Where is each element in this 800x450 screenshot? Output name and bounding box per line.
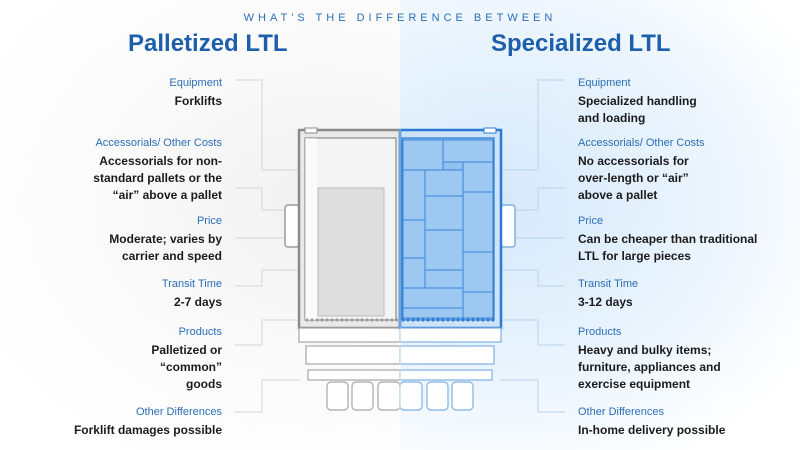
specialized-heading: Specialized LTL	[491, 30, 671, 57]
right-equipment-value: Specialized handling and loading	[578, 94, 697, 125]
left-price-label: Price	[196, 215, 222, 227]
left-products: Products Palletized or “common” goods	[22, 325, 222, 393]
specialized-truck-half	[398, 127, 516, 411]
right-accessorials-label: Accessorials/ Other Costs	[578, 137, 705, 149]
left-equipment: Equipment Forklifts	[22, 76, 222, 110]
left-products-value: Palletized or “common” goods	[151, 343, 222, 391]
right-transit-time: Transit Time 3-12 days	[578, 277, 788, 311]
right-equipment: Equipment Specialized handling and loadi…	[578, 76, 788, 127]
left-products-label: Products	[178, 326, 222, 338]
left-other-differences-value: Forklift damages possible	[73, 423, 222, 437]
right-price-value: Can be cheaper than traditional LTL for …	[578, 232, 758, 263]
left-transit-time-value: 2-7 days	[173, 295, 222, 309]
left-transit-time-label: Transit Time	[161, 278, 222, 290]
right-other-differences-label: Other Differences	[578, 406, 665, 418]
right-price-label: Price	[578, 215, 604, 227]
right-transit-time-label: Transit Time	[578, 278, 639, 290]
left-transit-time: Transit Time 2-7 days	[22, 277, 222, 311]
left-equipment-value: Forklifts	[174, 94, 222, 108]
palletized-heading: Palletized LTL	[128, 30, 288, 57]
palletized-truck-half	[284, 127, 402, 411]
right-equipment-label: Equipment	[578, 77, 631, 89]
left-accessorials-value: Accessorials for non-standard pallets or…	[93, 154, 222, 202]
right-products-label: Products	[578, 326, 622, 338]
right-other-differences-value: In-home delivery possible	[578, 423, 726, 437]
left-accessorials: Accessorials/ Other Costs Accessorials f…	[22, 136, 222, 204]
right-accessorials-value: No accessorials for over-length or “air”…	[578, 154, 689, 202]
left-price-value: Moderate; varies by carrier and speed	[109, 232, 222, 263]
right-products: Products Heavy and bulky items; furnitur…	[578, 325, 788, 393]
left-equipment-label: Equipment	[169, 77, 222, 89]
right-transit-time-value: 3-12 days	[578, 295, 633, 309]
right-accessorials: Accessorials/ Other Costs No accessorial…	[578, 136, 788, 204]
supertitle: WHAT'S THE DIFFERENCE BETWEEN	[243, 12, 557, 24]
right-products-value: Heavy and bulky items; furniture, applia…	[578, 343, 721, 391]
left-other-differences: Other Differences Forklift damages possi…	[22, 405, 222, 439]
left-accessorials-label: Accessorials/ Other Costs	[95, 137, 222, 149]
left-price: Price Moderate; varies by carrier and sp…	[22, 214, 222, 265]
left-other-differences-label: Other Differences	[135, 406, 222, 418]
right-other-differences: Other Differences In-home delivery possi…	[578, 405, 788, 439]
right-connector-lines	[500, 79, 565, 413]
right-price: Price Can be cheaper than traditional LT…	[578, 214, 788, 265]
